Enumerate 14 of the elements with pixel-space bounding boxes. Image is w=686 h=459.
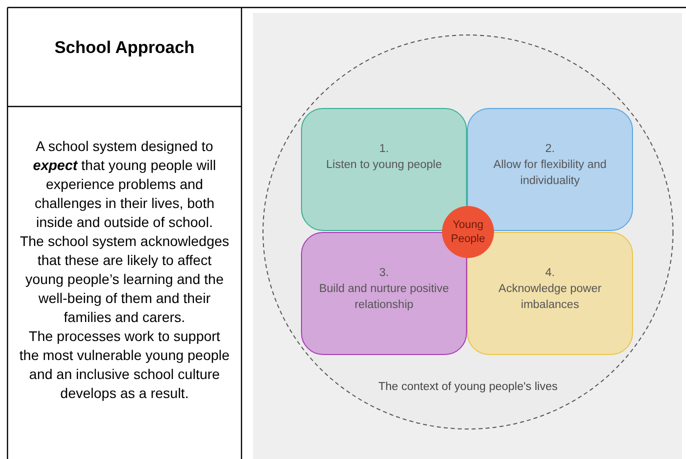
step-label: Listen to young people <box>325 158 443 173</box>
context-label: The context of young people's lives <box>377 381 559 393</box>
description-paragraph: The school system acknowledges that these are likely to affect young people’s learning and the well-being of them and their families and carers. <box>18 232 230 327</box>
step-label: Build and nurture positive relationship <box>318 282 450 313</box>
step-label: Acknowledge power imbalances <box>498 282 602 313</box>
step-number: 1. <box>378 142 390 157</box>
step-number: 3. <box>378 266 390 281</box>
description-paragraph: The processes work to support the most vulnerable young people and an inclusive school culture develops as a result. <box>18 327 231 403</box>
step-label: Allow for flexibility and individuality <box>492 158 608 189</box>
step-number: 2. <box>544 142 556 157</box>
center-label: Young People <box>450 218 486 246</box>
step-number: 4. <box>544 266 556 281</box>
heading: School Approach <box>53 38 196 58</box>
description-paragraph: A school system designed to expect that young people will experience problems and challenges in their lives, both inside and outside of school. <box>32 137 217 232</box>
